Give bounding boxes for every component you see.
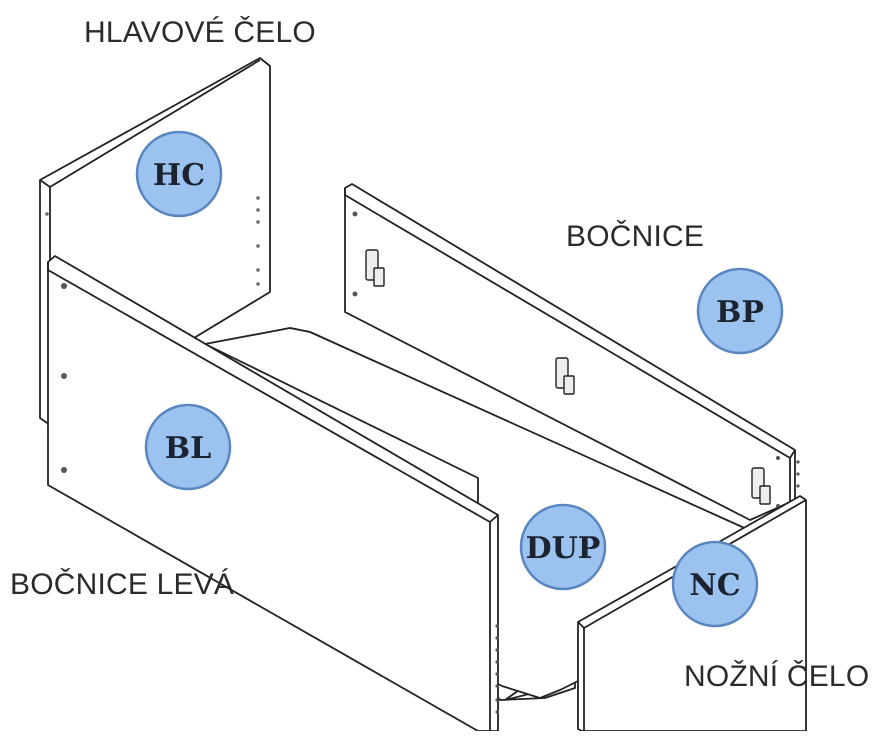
badge-hc: HC <box>135 130 223 218</box>
label-side-right: BOČNICE <box>566 220 705 253</box>
bracket-hardware <box>365 249 771 505</box>
badge-nc-text: NC <box>689 568 740 603</box>
badge-nc: NC <box>671 540 759 628</box>
badge-bp: BP <box>696 267 784 355</box>
badge-bl: BL <box>144 403 232 491</box>
badge-dup-text: DUP <box>526 531 601 566</box>
badge-hc-text: HC <box>153 158 205 193</box>
label-side-left: BOČNICE LEVÁ <box>10 568 235 601</box>
badge-bp-text: BP <box>716 295 764 330</box>
label-head-board: HLAVOVÉ ČELO <box>84 16 316 49</box>
label-foot-board: NOŽNÍ ČELO <box>684 660 870 693</box>
badge-dup: DUP <box>519 503 607 591</box>
badge-bl-text: BL <box>165 431 211 466</box>
